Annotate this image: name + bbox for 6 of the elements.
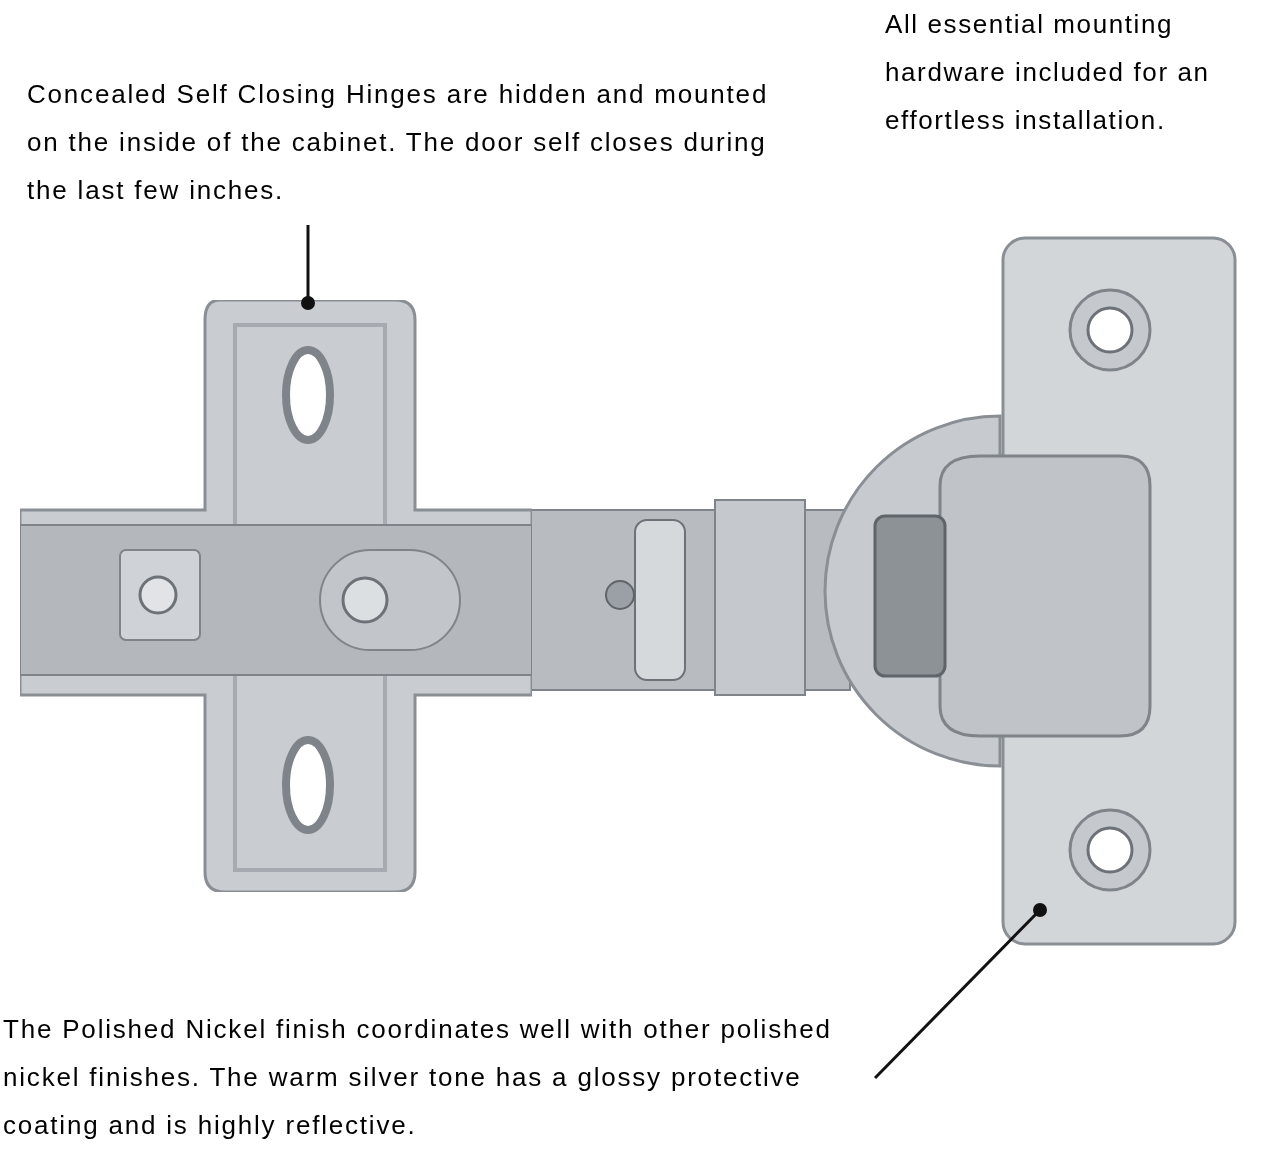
leader-line: [301, 225, 315, 310]
leader-line: [873, 903, 1047, 1080]
annotation-text: Concealed Self Closing Hinges are hidden and mounted on the inside of the cabinet. The door self closes during the last few inches.: [27, 70, 797, 220]
hinge-plate-drawing: [20, 300, 532, 892]
note-text: All essential mounting hardware included for an effortless installation.: [885, 8, 1211, 137]
annotation-text: The Polished Nickel finish coordinates well with other polished nickel finishes. The warm silver tone has a glossy protective coating and is highly reflective.: [3, 1005, 875, 1149]
